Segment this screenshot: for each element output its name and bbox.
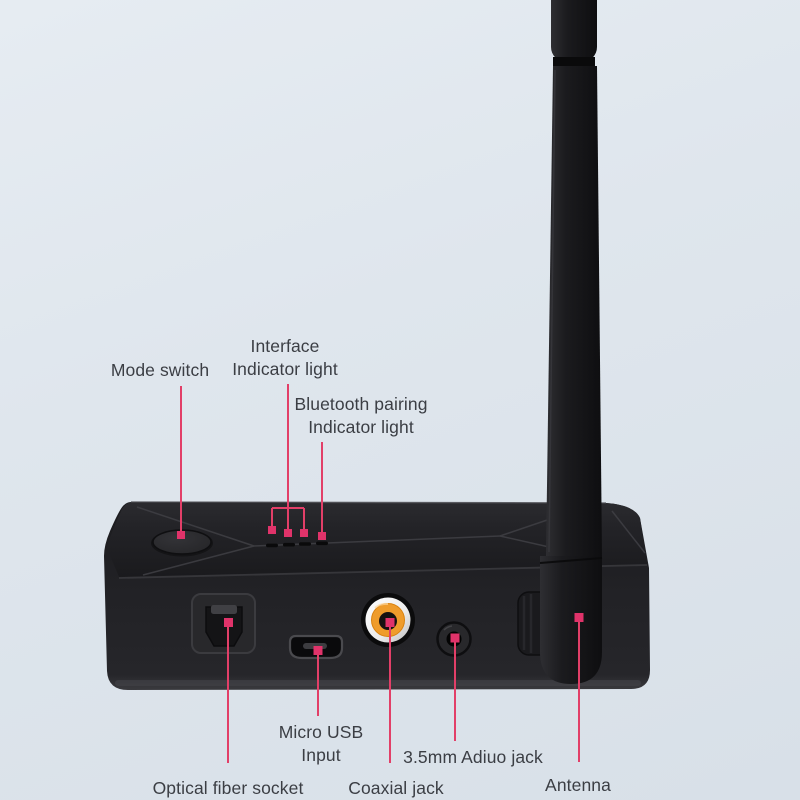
callout-lines: [180, 384, 580, 763]
antenna: [539, 0, 603, 684]
label-optical-fiber: Optical fiber socket: [153, 777, 304, 800]
label-bluetooth-line1: Bluetooth pairing: [294, 394, 428, 414]
optical-port: [191, 593, 256, 654]
marker-led-4: [318, 532, 326, 540]
marker-35mm: [450, 633, 460, 643]
label-interface-line1: Interface: [250, 336, 320, 356]
label-35mm-text: 3.5mm Adiuo jack: [403, 747, 543, 767]
marker-antenna: [574, 613, 584, 622]
antenna-groove-ring: [553, 57, 595, 67]
antenna-joint-line: [539, 557, 603, 564]
marker-coaxial: [385, 618, 395, 627]
device-top-face: [107, 502, 647, 577]
label-35mm-jack: 3.5mm Adiuo jack: [403, 746, 543, 769]
label-optical-text: Optical fiber socket: [152, 778, 304, 798]
antenna-hinge-barrel: [540, 556, 602, 684]
label-coaxial-text: Coaxial jack: [348, 778, 444, 798]
label-bluetooth-pairing: Bluetooth pairing Indicator light: [294, 393, 427, 439]
label-coaxial: Coaxial jack: [348, 777, 444, 800]
marker-micro-usb: [313, 646, 323, 655]
marker-mode-switch: [177, 531, 185, 539]
marker-led-3: [300, 529, 308, 537]
marker-led-1: [268, 526, 276, 534]
label-interface-line2: Indicator light: [232, 359, 338, 379]
label-bluetooth-line2: Indicator light: [308, 417, 414, 437]
label-mode-switch-text: Mode switch: [110, 360, 210, 380]
antenna-tip-cap: [551, 0, 597, 62]
label-antenna-text: Antenna: [545, 775, 611, 795]
label-antenna: Antenna: [545, 774, 611, 797]
callout-markers: [177, 526, 584, 655]
marker-led-2: [284, 529, 292, 537]
label-mode-switch: Mode switch: [111, 359, 209, 382]
label-micro-usb-line1: Micro USB: [278, 722, 364, 742]
label-micro-usb-line2: Input: [301, 745, 341, 765]
marker-optical: [224, 618, 233, 627]
label-micro-usb: Micro USB Input: [279, 721, 364, 767]
optical-port-flap: [211, 605, 237, 614]
antenna-edge-highlight: [548, 69, 556, 553]
device-back-edge: [130, 501, 607, 504]
antenna-shaft: [546, 66, 602, 556]
label-interface-indicator: Interface Indicator light: [232, 335, 338, 381]
indicator-leds: [266, 541, 328, 548]
